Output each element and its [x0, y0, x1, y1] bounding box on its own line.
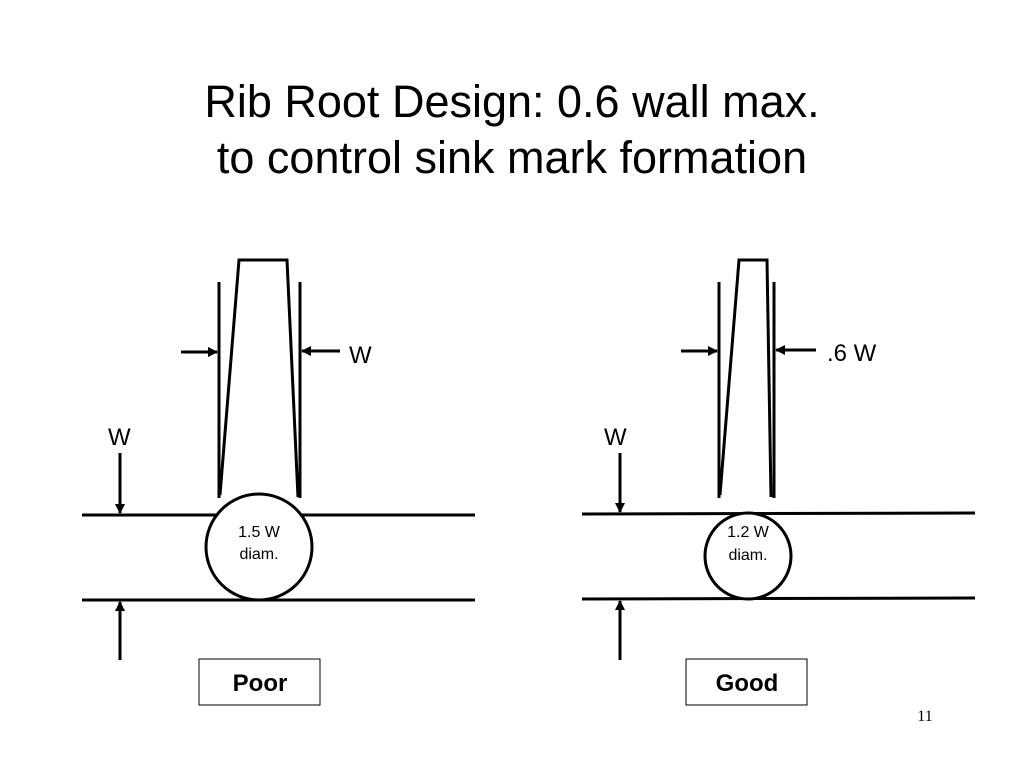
good-diameter-label-line2: diam. — [728, 547, 767, 564]
poor-wall-thickness-label: W — [108, 424, 131, 451]
good-verdict-label: Good — [716, 670, 779, 697]
title-line-1: Rib Root Design: 0.6 wall max. — [204, 76, 820, 127]
good-wall-top-line — [581, 511, 976, 516]
poor-label-box — [198, 658, 321, 706]
good-label-box — [685, 658, 808, 706]
poor-root-circle — [204, 492, 314, 602]
page-number: 11 — [917, 708, 933, 725]
poor-verdict-label: Poor — [233, 670, 288, 697]
poor-rib-outline — [218, 258, 300, 498]
poor-diameter-label-line1: 1.5 W — [238, 524, 281, 541]
good-wall-bottom-line — [581, 596, 976, 601]
good-diameter-label-line1: 1.2 W — [727, 524, 770, 541]
poor-design — [82, 258, 475, 660]
title-line-2: to control sink mark formation — [216, 132, 808, 183]
good-root-circle — [703, 511, 793, 601]
poor-rib-width-label: W — [349, 342, 372, 369]
good-rib-width-label: .6 W — [827, 340, 877, 367]
slide-title: Rib Root Design: 0.6 wall max. to contro… — [0, 74, 1024, 186]
good-wall-thickness-label: W — [604, 424, 627, 451]
poor-diameter-label-line2: diam. — [239, 546, 278, 563]
good-design — [581, 258, 976, 660]
good-rib-outline — [718, 258, 773, 498]
